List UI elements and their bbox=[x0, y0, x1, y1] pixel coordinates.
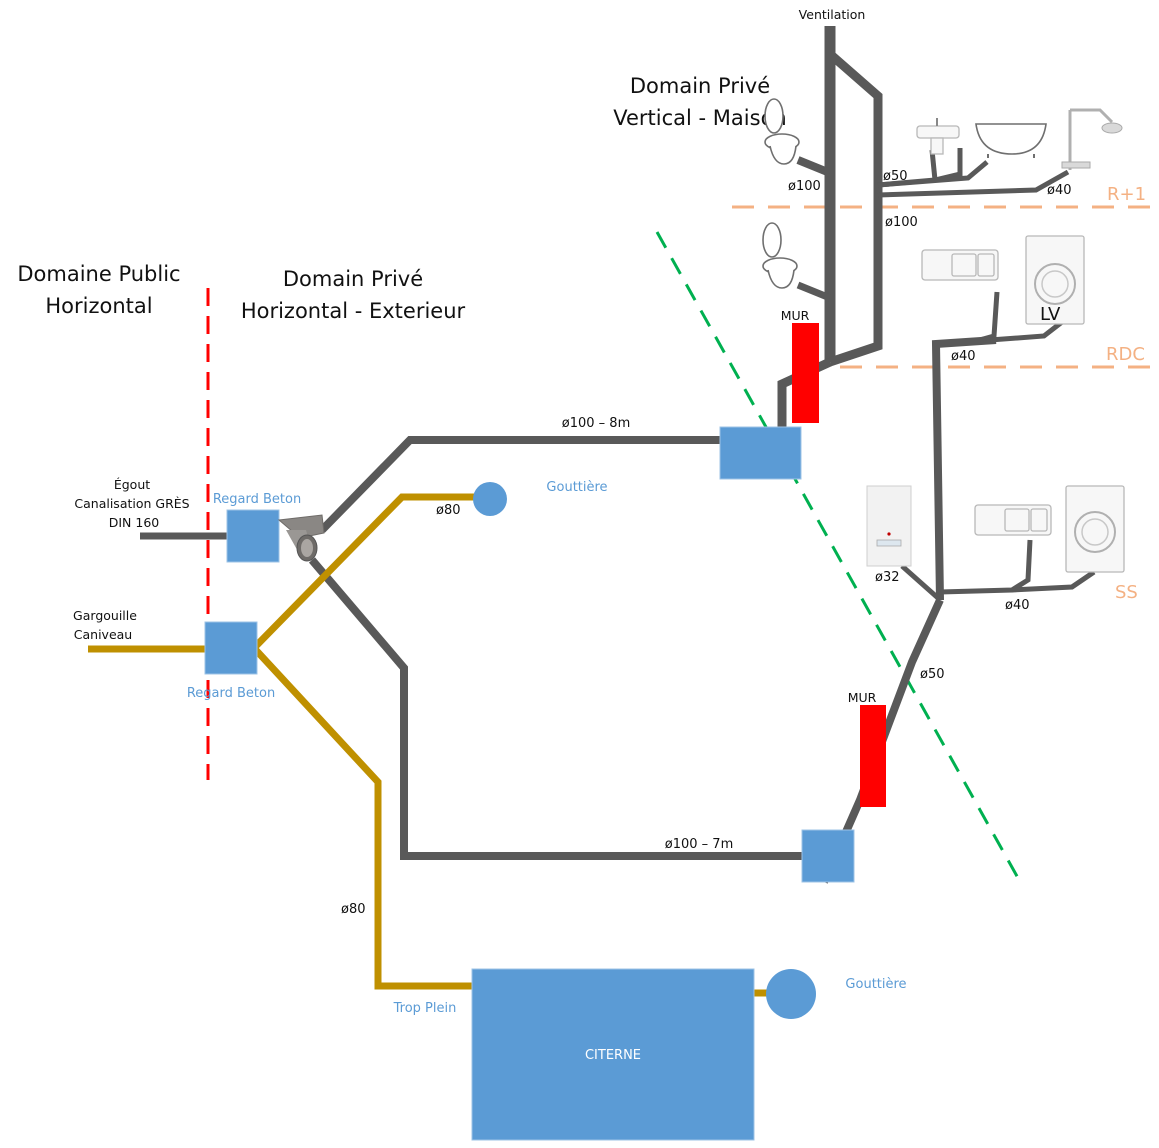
pipe-bottom-run bbox=[308, 557, 806, 860]
pipe-wc-upper bbox=[796, 156, 832, 177]
dim-shower-upper: ø40 bbox=[1047, 183, 1072, 198]
ventilation-label: Ventilation bbox=[799, 7, 866, 22]
zone-public-title-line2: Horizontal bbox=[45, 294, 152, 318]
pipe-washbasin bbox=[929, 149, 938, 181]
kitchen-sink-basement-icon bbox=[974, 504, 1052, 536]
pipe-bath bbox=[877, 160, 989, 188]
manhole-rain bbox=[204, 621, 258, 675]
toilet-ground-icon bbox=[762, 222, 798, 289]
wall-bottom bbox=[860, 705, 886, 807]
dim-kitchen-ground: ø40 bbox=[951, 349, 976, 364]
level-ss-label: SS bbox=[1115, 582, 1138, 603]
manhole-top-label: Regard Beton bbox=[213, 492, 301, 507]
pipe-wc-ground bbox=[796, 281, 832, 302]
gutter-mid-label: Gouttière bbox=[546, 480, 607, 495]
rain-pipe-tank bbox=[251, 645, 474, 990]
zone-public-title-line1: Domaine Public bbox=[17, 262, 180, 286]
sewer-label-line1: Égout bbox=[114, 477, 150, 492]
zone-exterior-title-line1: Domain Privé bbox=[283, 267, 423, 291]
toilet-upper-icon bbox=[764, 98, 800, 165]
zone-house-title-line1: Domain Privé bbox=[630, 74, 770, 98]
y-junction-fitting-icon bbox=[277, 514, 325, 562]
level-r1-label: R+1 bbox=[1107, 184, 1146, 205]
manhole-sewer bbox=[226, 509, 280, 563]
bathtub-icon bbox=[975, 123, 1047, 158]
dim-rain-mid: ø80 bbox=[436, 503, 461, 518]
kitchen-sink-ground-icon bbox=[921, 249, 999, 281]
tank-citerne bbox=[471, 968, 755, 1141]
wall-bottom-label: MUR bbox=[848, 690, 877, 705]
overflow-label: Trop Plein bbox=[393, 1001, 457, 1016]
washing-machine-basement-icon bbox=[1065, 485, 1125, 573]
dim-basement-drop: ø50 bbox=[920, 667, 945, 682]
inspection-box-top bbox=[719, 426, 802, 480]
washbasin-icon bbox=[916, 118, 960, 155]
tank-label: CITERNE bbox=[585, 1048, 641, 1063]
gutter-bottom-label: Gouttière bbox=[845, 977, 906, 992]
dim-wc-upper: ø100 bbox=[788, 179, 821, 194]
washing-machine-label: LV bbox=[1040, 304, 1061, 325]
rain-pipe-mid bbox=[251, 493, 477, 651]
gutter-drain-label-line2: Caniveau bbox=[74, 627, 132, 642]
zone-house-title-line2: Vertical - Maison bbox=[613, 106, 786, 130]
dim-top-run: ø100 – 8m bbox=[562, 416, 630, 431]
pipe-top-run bbox=[319, 436, 722, 533]
gutter-drain-label-line1: Gargouille bbox=[73, 608, 137, 623]
sewer-label-line3: DIN 160 bbox=[109, 515, 160, 530]
house-boundary bbox=[655, 231, 1020, 879]
shower-icon bbox=[1061, 108, 1123, 170]
pipe-shower bbox=[877, 169, 1070, 198]
dim-stack-upper: ø100 bbox=[885, 215, 918, 230]
gutter-tank bbox=[766, 969, 816, 1019]
wall-top bbox=[792, 323, 819, 423]
dim-sink-bath-upper: ø50 bbox=[883, 169, 908, 184]
level-rdc-label: RDC bbox=[1106, 344, 1145, 365]
zone-exterior-title-line2: Horizontal - Exterieur bbox=[241, 299, 466, 323]
boiler-icon bbox=[866, 485, 912, 567]
gutter-mid bbox=[473, 482, 507, 516]
wall-top-label: MUR bbox=[781, 308, 810, 323]
inspection-box-bottom bbox=[801, 829, 855, 883]
sewer-label-line2: Canalisation GRÈS bbox=[74, 496, 189, 511]
manhole-bottom-label: Regard Beton bbox=[187, 686, 275, 701]
washing-machine-ground-icon bbox=[1025, 235, 1085, 325]
dim-kitchen-basement: ø40 bbox=[1005, 598, 1030, 613]
dim-rain-tank: ø80 bbox=[341, 902, 366, 917]
dim-bottom-run: ø100 – 7m bbox=[665, 837, 733, 852]
dim-boiler: ø32 bbox=[875, 570, 900, 585]
